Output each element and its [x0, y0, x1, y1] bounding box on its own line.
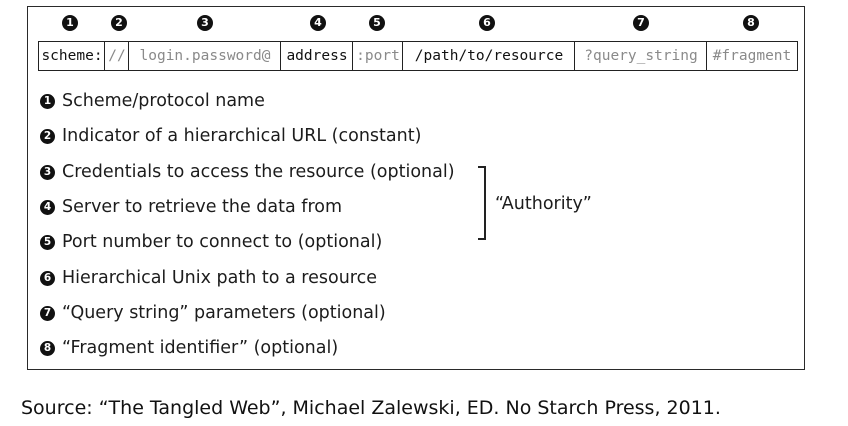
marker-8: 8 [743, 15, 759, 31]
legend-marker-8: 8 [40, 340, 55, 356]
url-segment-path: /path/to/resource [402, 41, 576, 71]
legend-marker-7: 7 [40, 305, 55, 321]
legend-text-2: Indicator of a hierarchical URL (constan… [62, 126, 422, 146]
url-segment-slashes: // [104, 41, 130, 71]
source-caption: Source: “The Tangled Web”, Michael Zalew… [21, 397, 721, 419]
legend-item-2: 2 Indicator of a hierarchical URL (const… [40, 124, 421, 148]
legend-text-7: “Query string” parameters (optional) [62, 303, 386, 323]
url-segment-scheme: scheme: [38, 41, 106, 71]
legend-item-7: 7 “Query string” parameters (optional) [40, 301, 386, 325]
url-segment-port: :port [352, 41, 404, 71]
marker-6: 6 [479, 15, 495, 31]
url-anatomy: scheme: // login.password@ address :port… [38, 41, 798, 73]
legend-marker-4: 4 [40, 199, 55, 215]
legend-text-4: Server to retrieve the data from [62, 197, 343, 217]
url-segment-address: address [280, 41, 354, 71]
authority-label: “Authority” [495, 194, 592, 214]
legend-marker-6: 6 [40, 270, 55, 286]
legend-text-3: Credentials to access the resource (opti… [62, 162, 455, 182]
legend-text-5: Port number to connect to (optional) [62, 232, 383, 252]
legend-item-6: 6 Hierarchical Unix path to a resource [40, 266, 377, 290]
diagram-frame [27, 6, 805, 370]
legend-item-8: 8 “Fragment identifier” (optional) [40, 336, 338, 360]
marker-3: 3 [197, 15, 213, 31]
marker-5: 5 [369, 15, 385, 31]
marker-7: 7 [633, 15, 649, 31]
legend-item-1: 1 Scheme/protocol name [40, 89, 265, 113]
legend-item-5: 5 Port number to connect to (optional) [40, 230, 382, 254]
legend-text-1: Scheme/protocol name [62, 91, 265, 111]
legend-marker-5: 5 [40, 234, 55, 250]
legend-marker-3: 3 [40, 164, 55, 180]
authority-bracket [478, 166, 486, 240]
url-segment-fragment: #fragment [706, 41, 798, 71]
marker-4: 4 [310, 15, 326, 31]
marker-1: 1 [62, 15, 78, 31]
legend-marker-2: 2 [40, 128, 55, 144]
legend-item-4: 4 Server to retrieve the data from [40, 195, 342, 219]
legend-text-8: “Fragment identifier” (optional) [62, 338, 339, 358]
legend-item-3: 3 Credentials to access the resource (op… [40, 160, 455, 184]
legend-marker-1: 1 [40, 93, 55, 109]
url-segment-query: ?query_string [574, 41, 708, 71]
legend-text-6: Hierarchical Unix path to a resource [62, 268, 377, 288]
marker-2: 2 [111, 15, 127, 31]
url-segment-credentials: login.password@ [128, 41, 282, 71]
